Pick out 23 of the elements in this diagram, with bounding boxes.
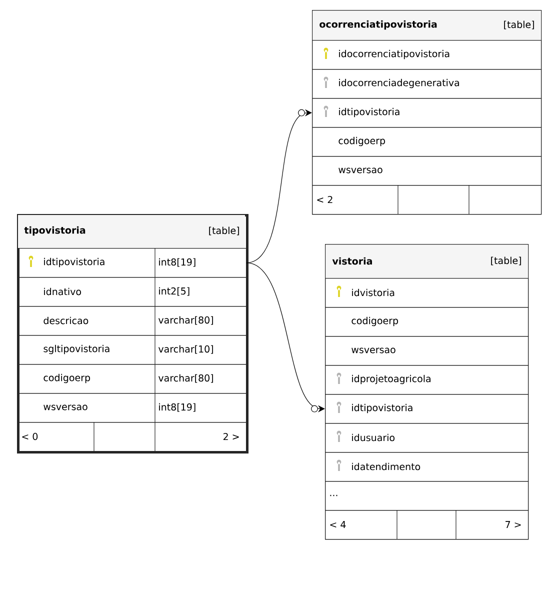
table-row: wsversao int8[19]	[17, 392, 247, 423]
table-row: idnativo int2[5]	[17, 276, 247, 307]
table-row: < 2	[312, 184, 542, 215]
table-row: idatendimento	[325, 452, 529, 482]
table-row: idtipovistoria int8[19]	[17, 248, 247, 278]
table-row: codigoerp	[312, 127, 542, 157]
table-row: < 4 7 >	[325, 510, 529, 540]
table-row: descricao varchar[80]	[17, 306, 247, 336]
table-row: idvistoria	[325, 278, 529, 308]
table-row: wsversao	[325, 336, 529, 366]
table-row: idocorrenciatipovistoria	[312, 40, 542, 70]
table-row: idprojetoagricola	[325, 365, 529, 395]
table-row: idtipovistoria	[312, 98, 542, 128]
table-row: ...	[325, 481, 529, 511]
relationship-connector	[246, 262, 325, 412]
table-row: idocorrenciadegenerativa	[312, 69, 542, 99]
table-row: < 0 2 >	[17, 422, 247, 452]
table-row: sgltipovistoria varchar[10]	[17, 334, 247, 365]
table-row: codigoerp varchar[80]	[17, 364, 247, 394]
table-row: codigoerp	[325, 307, 529, 337]
table-row: idtipovistoria	[325, 394, 529, 424]
table-row: wsversao	[312, 156, 542, 186]
table-row: idusuario	[325, 423, 529, 453]
